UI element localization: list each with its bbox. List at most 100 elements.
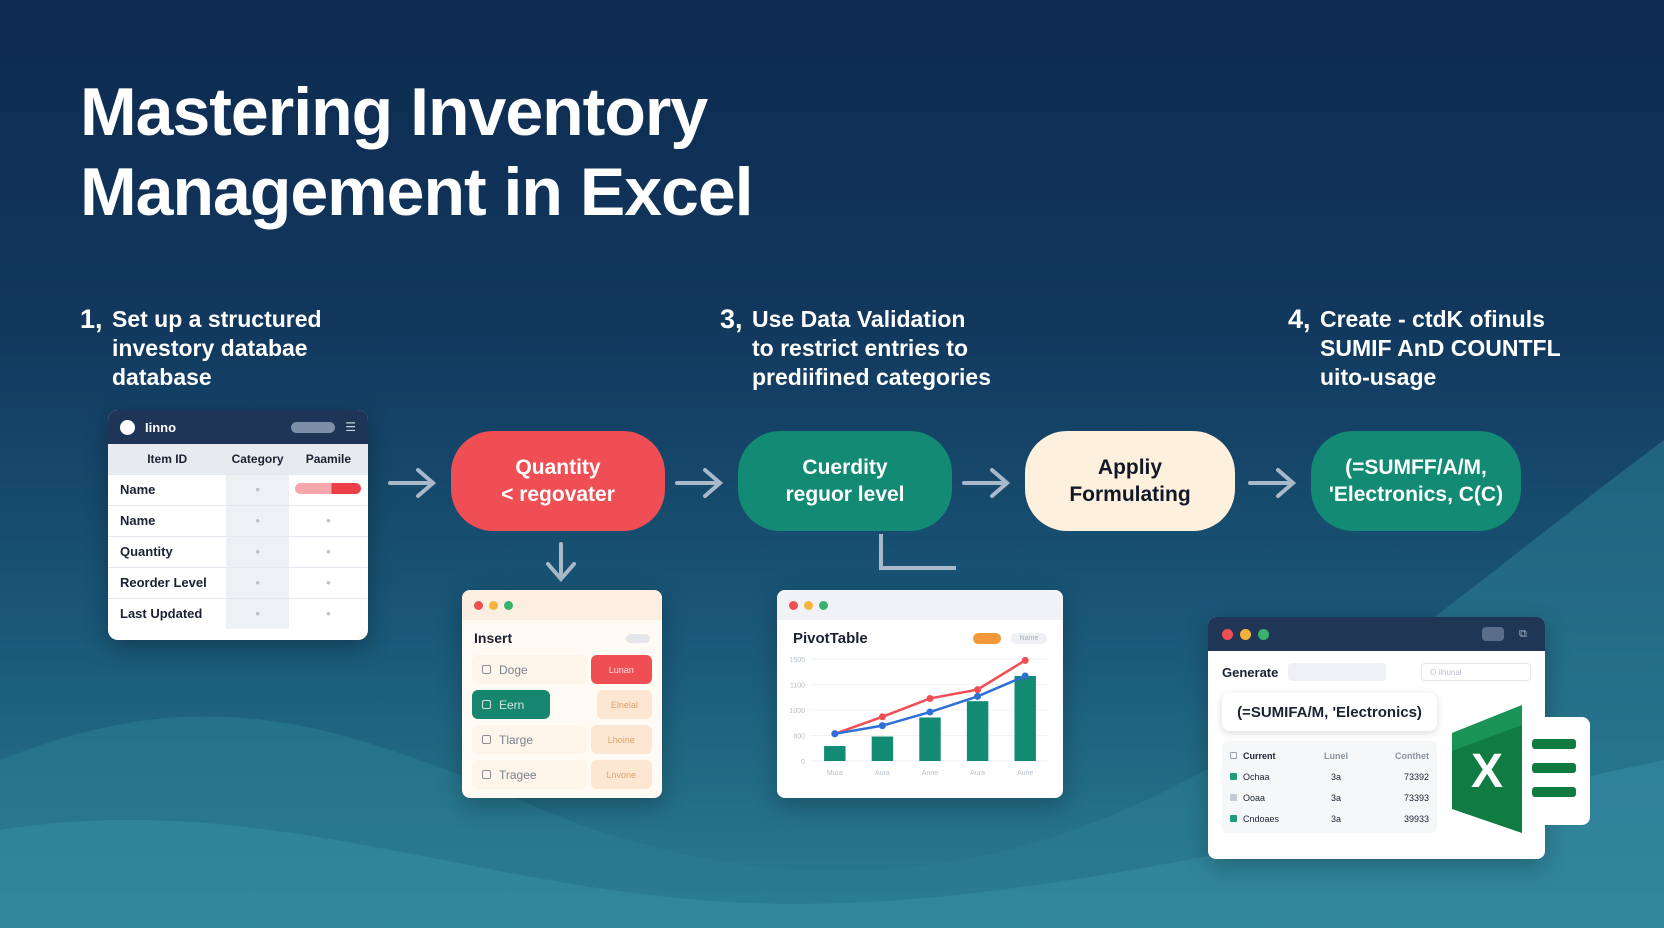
maximize-dot-icon[interactable] [1258, 628, 1269, 640]
table-cell[interactable]: • [288, 504, 368, 536]
minimize-dot-icon[interactable] [1240, 628, 1251, 640]
checkbox-icon[interactable] [482, 700, 491, 709]
excel-logo-icon: X [1452, 705, 1590, 833]
table-cell[interactable]: • [226, 473, 289, 505]
table-row[interactable]: Cndoaes 3a 39933 [1230, 808, 1429, 829]
arrow-right-icon [388, 468, 437, 498]
chart-point [878, 713, 886, 721]
close-dot-icon[interactable] [1222, 628, 1233, 640]
column-header: Lunel [1324, 750, 1348, 761]
flow-step-formulating[interactable]: Appliy Formulating [1025, 431, 1235, 531]
chart-point [1021, 672, 1029, 680]
flow-step-sumif[interactable]: (=SUMFF/A/M, 'Electronics, C(C) [1311, 431, 1521, 531]
table-cell: 73392 [1403, 771, 1429, 782]
step-4-line-1: Create - ctdK ofinuls [1320, 306, 1545, 332]
status-square-icon [1230, 773, 1237, 780]
x-tick-label: Aura [875, 770, 890, 777]
column-header-third[interactable]: Paamile [288, 444, 368, 474]
arrow-right-icon [962, 468, 1011, 498]
column-header-item-id[interactable]: Item ID [108, 444, 227, 474]
window-button[interactable] [1482, 627, 1504, 641]
table-row[interactable]: Quantity • • [108, 535, 368, 567]
step-1-line-1: Set up a structured [112, 306, 322, 332]
checkbox-icon[interactable] [482, 665, 491, 674]
restore-icon[interactable]: ⧉ [1519, 627, 1527, 640]
list-item[interactable]: Tragee Lnvone [462, 757, 662, 792]
result-table: Current Lunel Conthet Ochaa 3a 73392 Ooa… [1222, 741, 1437, 833]
table-row[interactable]: Last Updated • • [108, 597, 368, 629]
list-item[interactable]: Tlarge Lhoine [462, 722, 662, 757]
insert-option[interactable]: Tlarge [472, 725, 587, 754]
list-item[interactable]: Doge Lunan [462, 652, 662, 687]
list-item[interactable]: Eern Elnelal [462, 687, 662, 722]
insert-tag[interactable]: Lunan [590, 655, 652, 684]
insert-option-selected[interactable]: Eern [472, 690, 550, 719]
close-dot-icon[interactable] [789, 600, 798, 610]
step-4-line-2: SUMIF AnD COUNTFL [1320, 335, 1561, 361]
chart-point [974, 692, 982, 700]
table-cell[interactable]: • [226, 566, 289, 598]
arrow-right-icon [675, 468, 724, 498]
table-cell[interactable]: • [226, 597, 289, 629]
step-1-line-3: database [112, 364, 212, 390]
checkbox-icon[interactable] [1230, 752, 1237, 759]
table-cell: 3a [1330, 771, 1341, 782]
maximize-dot-icon[interactable] [504, 600, 513, 610]
step-1: 1, Set up a structured investory databae… [80, 305, 322, 392]
table-row[interactable]: Name • • [108, 504, 368, 536]
checkbox-icon[interactable] [482, 770, 491, 779]
chart-bar [824, 746, 846, 761]
table-cell[interactable]: • [288, 597, 368, 629]
table-cell: 3a [1330, 813, 1341, 824]
table-row[interactable]: Ooaa 3a 73393 [1230, 787, 1429, 808]
pivot-filter-chip[interactable] [973, 633, 1001, 644]
flow-step-2-line-2: reguor level [785, 483, 905, 506]
flow-step-quantity[interactable]: Quantity < regovater [451, 431, 665, 531]
table-row[interactable]: Reorder Level • • [108, 566, 368, 598]
chart-point [926, 708, 934, 716]
insert-tag[interactable]: Elnelal [596, 690, 652, 719]
table-cell[interactable]: • [288, 566, 368, 598]
insert-tag[interactable]: Lhoine [590, 725, 652, 754]
step-1-number: 1, [80, 304, 103, 334]
formula-display[interactable]: (=SUMIFA/M, 'Electronics) [1222, 693, 1437, 731]
window-controls [462, 590, 662, 620]
table-cell[interactable]: • [226, 504, 289, 536]
close-dot-icon[interactable] [474, 600, 483, 610]
database-titlebar: Iinno ☰ [108, 410, 368, 444]
menu-icon[interactable]: ☰ [345, 420, 356, 434]
inventory-database-card: Iinno ☰ Item ID Category Paamile Name • … [108, 410, 368, 640]
table-cell: Ooaa [1243, 792, 1266, 803]
table-cell[interactable]: • [226, 535, 289, 567]
generate-input[interactable] [1288, 663, 1387, 681]
pivot-name-chip[interactable]: Name [1011, 633, 1047, 644]
insert-card: Insert Doge Lunan Eern Elnelal Tlarge Lh… [462, 590, 662, 798]
insert-option[interactable]: Doge [472, 655, 587, 684]
insert-option[interactable]: Tragee [472, 760, 587, 789]
table-cell-highlight[interactable] [288, 473, 368, 505]
flow-step-reorder[interactable]: Cuerdity reguor level [738, 431, 952, 531]
table-cell[interactable]: • [288, 535, 368, 567]
y-tick-label: 0 [801, 759, 805, 766]
minimize-dot-icon[interactable] [804, 600, 813, 610]
minimize-dot-icon[interactable] [489, 600, 498, 610]
chart-point [974, 686, 982, 694]
flow-step-3-line-1: Appliy [1097, 456, 1163, 479]
table-row[interactable]: Name • [108, 473, 368, 505]
highlight-bar [295, 483, 362, 494]
maximize-dot-icon[interactable] [819, 600, 828, 610]
table-cell: 39933 [1403, 813, 1429, 824]
step-3-line-2: to restrict entries to [752, 335, 968, 361]
insert-tag[interactable]: Lnvone [590, 760, 652, 789]
checkbox-icon[interactable] [482, 735, 491, 744]
x-tick-label: Mura [827, 770, 843, 777]
pivot-title: PivotTable [793, 630, 868, 647]
y-tick-label: 800 [793, 734, 805, 741]
search-input[interactable]: O ilnunal [1421, 663, 1531, 681]
insert-option-label: Doge [499, 662, 528, 677]
flow-step-4-line-2: 'Electronics, C(C) [1328, 483, 1504, 506]
table-row[interactable]: Ochaa 3a 73392 [1230, 766, 1429, 787]
arrow-right-icon [1248, 468, 1297, 498]
column-header-category[interactable]: Category [226, 444, 289, 474]
